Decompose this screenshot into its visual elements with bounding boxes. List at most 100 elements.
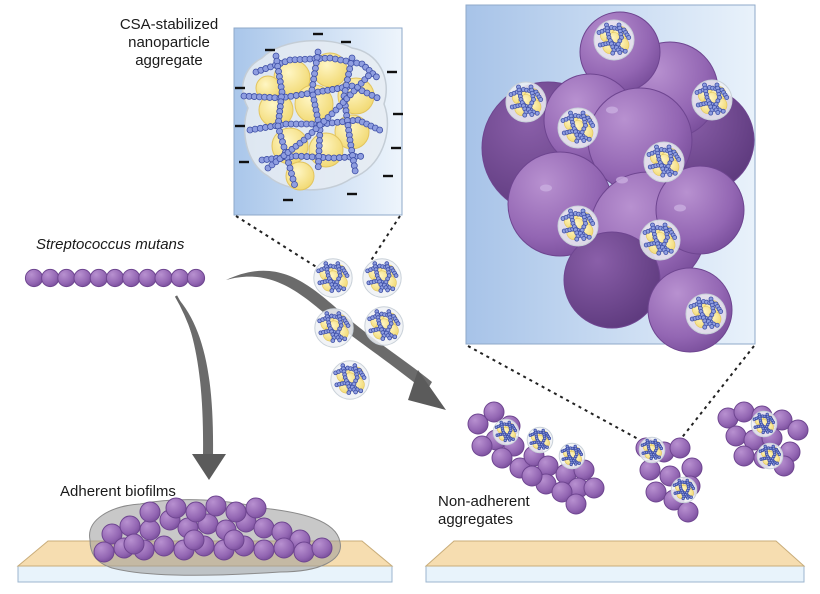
bacterial-cell: [153, 535, 175, 557]
polymer-bead: [330, 338, 336, 343]
mini-nanoparticle-aggregate: [330, 360, 370, 400]
biofilm-cells: [93, 495, 333, 563]
nonadherent-label-line2: aggregates: [438, 511, 514, 528]
arrow-to-biofilm-head: [192, 454, 226, 480]
bacterial-cell: [311, 537, 333, 559]
left-inset-connector-left: [235, 215, 319, 269]
mini-nanoparticle-aggregate: [492, 418, 520, 446]
bacterial-cell: [253, 517, 275, 539]
csa-label-line2: nanoparticle: [128, 34, 210, 51]
mini-nanoparticle-aggregate: [313, 258, 353, 298]
arrow-to-aggregates-head: [408, 370, 446, 410]
polymer-bead: [342, 336, 348, 342]
mini-nanoparticle-aggregate: [593, 19, 635, 61]
polymer-bead: [708, 110, 714, 116]
mini-nanoparticle-aggregate: [638, 436, 666, 464]
polymer-bead: [385, 287, 390, 293]
adherent-biofilm-label: Adherent biofilms: [60, 483, 176, 500]
polymer-bead: [345, 323, 351, 328]
cell-highlight: [540, 184, 552, 192]
right-inset-connector-right: [679, 345, 755, 441]
polymer-bead: [574, 138, 580, 144]
polymer-bead: [344, 76, 351, 84]
polymer-bead: [714, 322, 720, 328]
polymer-bead: [569, 462, 573, 467]
polymer-bead: [622, 48, 628, 54]
polymer-bead: [364, 72, 372, 80]
bacterial-cell: [583, 477, 605, 499]
polymer-bead: [503, 438, 507, 443]
polymer-bead: [547, 436, 552, 441]
polymer-bead: [292, 92, 300, 99]
bacterial-cell: [677, 501, 699, 523]
bacterial-cell: [293, 541, 315, 563]
streptococcus-chain: [24, 268, 206, 288]
negative-charge: [347, 192, 357, 196]
polymer-bead: [311, 70, 318, 78]
polymer-bead: [667, 172, 673, 177]
polymer-bead: [691, 486, 696, 491]
polymer-bead: [351, 167, 359, 175]
cell-highlight: [674, 204, 686, 212]
polymer-bead: [309, 81, 317, 88]
polymer-bead: [689, 495, 693, 499]
polymer-bead: [314, 48, 322, 56]
polymer-bead: [775, 461, 779, 465]
polymer-bead: [513, 428, 518, 433]
negative-charge: [383, 174, 393, 178]
bacterial-cell: [467, 413, 489, 435]
polymer-bead: [288, 170, 295, 177]
bacterial-cell: [491, 447, 513, 469]
polymer-bead: [720, 108, 726, 114]
polymer-bead: [586, 136, 592, 142]
polymer-bead: [577, 461, 581, 465]
polymer-bead: [336, 287, 341, 293]
negative-charge: [391, 146, 401, 150]
small-nanoparticle-aggregates: [313, 258, 404, 400]
mini-nanoparticle-aggregate: [685, 293, 727, 335]
mini-nanoparticle-aggregate: [526, 426, 554, 454]
large-cluster-nanoparticles: [505, 19, 733, 335]
polymer-bead: [538, 97, 544, 102]
bacterial-cell: [105, 268, 125, 288]
negative-charge: [393, 112, 403, 116]
polymer-bead: [508, 438, 512, 442]
bacterial-cell: [205, 495, 227, 517]
polymer-bead: [312, 64, 319, 72]
polymer-bead: [656, 250, 662, 256]
polymer-bead: [769, 429, 773, 433]
mini-nanoparticle-aggregate: [557, 205, 599, 247]
polymer-bead: [767, 462, 771, 467]
mini-nanoparticle-aggregate: [362, 258, 402, 298]
bacterial-cell: [551, 481, 573, 503]
bacterial-cell: [41, 268, 60, 288]
polymer-bead: [380, 336, 386, 341]
negative-charge: [387, 70, 397, 74]
polymer-bead: [387, 335, 392, 341]
bacterial-cell: [669, 437, 691, 459]
polymer-bead: [286, 164, 294, 172]
bacterial-cell: [24, 268, 44, 288]
polymer-bead: [668, 248, 674, 254]
polymer-bead: [337, 337, 342, 343]
polymer-bead: [289, 175, 297, 183]
csa-label-line3: aggregate: [135, 52, 203, 69]
mini-nanoparticle-aggregate: [670, 476, 698, 504]
polymer-bead: [378, 288, 384, 293]
polymer-bead: [291, 181, 298, 188]
polymer-bead: [626, 35, 632, 40]
polymer-bead: [345, 70, 352, 78]
polymer-bead: [590, 123, 596, 128]
polymer-bead: [353, 389, 358, 395]
bacterial-cell: [645, 481, 667, 503]
arrow-to-biofilm-shaft: [176, 296, 214, 456]
bacterial-cell: [186, 268, 206, 288]
bacterial-cell: [89, 268, 108, 288]
mini-nanoparticle-aggregate: [691, 79, 733, 121]
polymer-bead: [590, 221, 596, 226]
bacterial-cell: [122, 268, 141, 288]
bacterial-cell: [733, 445, 755, 467]
polymer-bead: [709, 324, 715, 329]
bacterial-cell: [123, 533, 145, 555]
mini-nanoparticle-aggregate: [756, 442, 784, 470]
